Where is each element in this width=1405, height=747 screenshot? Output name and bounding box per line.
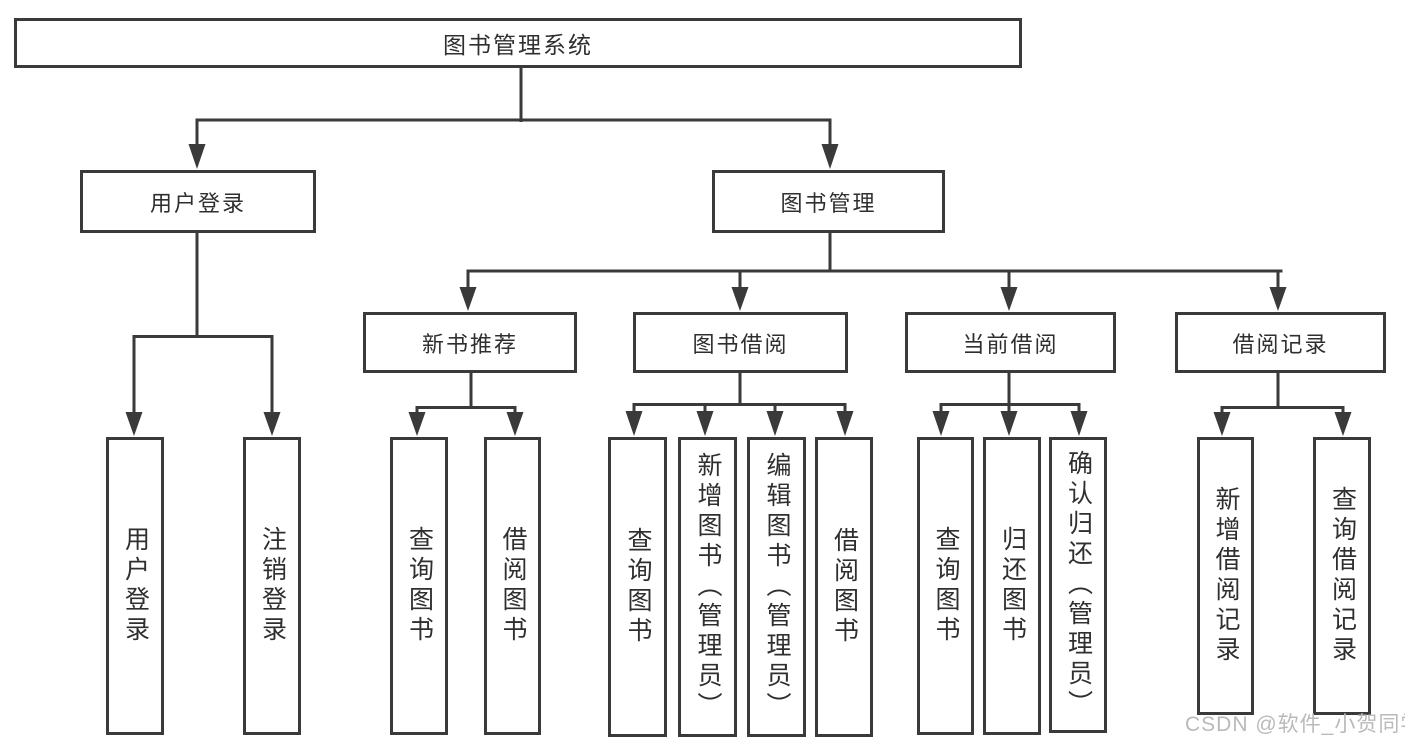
node-book-borrow-label: 图书借阅 bbox=[692, 331, 789, 357]
leaf-current-query-label: 查询图书 bbox=[932, 526, 960, 646]
leaf-bookborrow-add: 新增图书（管理员） bbox=[678, 437, 737, 737]
node-user-login-label: 用户登录 bbox=[149, 190, 246, 216]
node-book-management: 图书管理 bbox=[712, 170, 945, 233]
node-book-management-label: 图书管理 bbox=[780, 190, 877, 216]
leaf-bookborrow-borrow: 借阅图书 bbox=[815, 437, 873, 737]
leaf-newbooks-borrow-label: 借阅图书 bbox=[499, 526, 527, 646]
node-root: 图书管理系统 bbox=[14, 18, 1022, 68]
leaf-user-login-label: 用户登录 bbox=[121, 526, 150, 646]
leaf-bookborrow-query-label: 查询图书 bbox=[624, 527, 652, 647]
leaf-current-return: 归还图书 bbox=[983, 437, 1041, 735]
leaf-current-return-label: 归还图书 bbox=[998, 526, 1027, 646]
node-current-borrow-label: 当前借阅 bbox=[962, 331, 1059, 357]
leaf-newbooks-borrow: 借阅图书 bbox=[484, 437, 541, 735]
leaf-current-query: 查询图书 bbox=[917, 437, 974, 735]
leaf-bookborrow-edit-label: 编辑图书（管理员） bbox=[763, 452, 791, 722]
leaf-newbooks-query: 查询图书 bbox=[390, 437, 448, 735]
node-borrow-records-label: 借阅记录 bbox=[1232, 331, 1329, 357]
leaf-bookborrow-add-label: 新增图书（管理员） bbox=[694, 452, 722, 722]
node-root-label: 图书管理系统 bbox=[443, 32, 593, 58]
leaf-records-query: 查询借阅记录 bbox=[1313, 437, 1371, 715]
leaf-logout-label: 注销登录 bbox=[258, 526, 287, 646]
leaf-newbooks-query-label: 查询图书 bbox=[405, 526, 434, 646]
leaf-records-add-label: 新增借阅记录 bbox=[1212, 486, 1240, 666]
node-new-books: 新书推荐 bbox=[363, 312, 577, 373]
node-user-login: 用户登录 bbox=[80, 170, 316, 233]
node-book-borrow: 图书借阅 bbox=[633, 312, 848, 373]
node-borrow-records: 借阅记录 bbox=[1175, 312, 1386, 373]
leaf-logout: 注销登录 bbox=[243, 437, 301, 735]
csdn-watermark: CSDN @软件_小贺同学 bbox=[1185, 713, 1405, 736]
node-current-borrow: 当前借阅 bbox=[905, 312, 1116, 373]
leaf-user-login: 用户登录 bbox=[106, 437, 164, 735]
leaf-records-add: 新增借阅记录 bbox=[1197, 437, 1254, 715]
leaf-records-query-label: 查询借阅记录 bbox=[1328, 486, 1357, 666]
leaf-bookborrow-query: 查询图书 bbox=[608, 437, 667, 737]
leaf-bookborrow-borrow-label: 借阅图书 bbox=[830, 527, 859, 647]
leaf-current-confirm-return: 确认归还（管理员） bbox=[1049, 437, 1107, 733]
node-new-books-label: 新书推荐 bbox=[421, 331, 518, 357]
leaf-bookborrow-edit: 编辑图书（管理员） bbox=[747, 437, 806, 737]
leaf-current-confirm-return-label: 确认归还（管理员） bbox=[1064, 450, 1093, 720]
